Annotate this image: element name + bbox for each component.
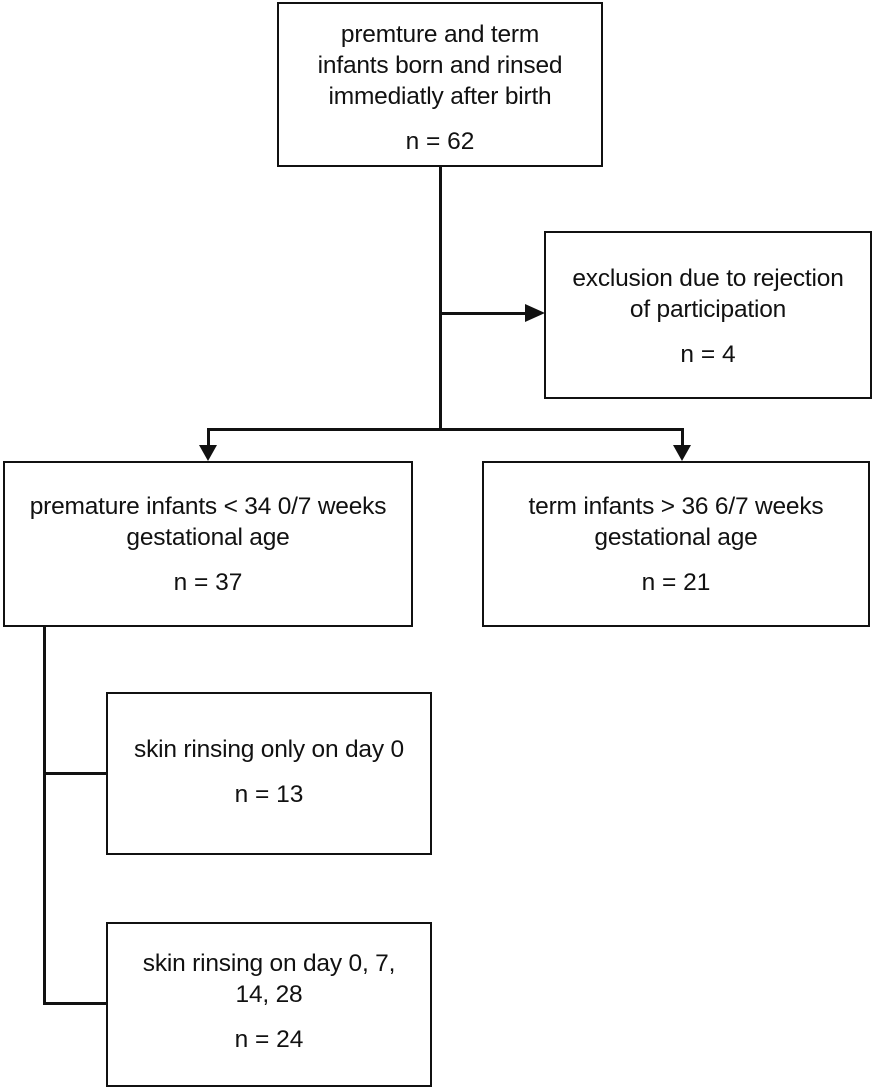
excluded-label-line-1: exclusion due to rejection bbox=[572, 265, 844, 292]
excluded-count: n = 4 bbox=[680, 341, 736, 368]
box-enrolled-infants: premture and term infants born and rinse… bbox=[277, 2, 603, 167]
day0-count: n = 13 bbox=[234, 781, 304, 808]
term-label-line-1: term infants > 36 6/7 weeks bbox=[528, 493, 824, 520]
enrolled-label-line-2: infants born and rinsed bbox=[317, 52, 563, 79]
connector-premature-vertical bbox=[43, 626, 46, 1004]
multiday-label-line-2: 14, 28 bbox=[235, 981, 303, 1008]
arrow-to-premature bbox=[199, 445, 217, 461]
day0-label-line-1: skin rinsing only on day 0 bbox=[134, 736, 404, 763]
box-term-infants: term infants > 36 6/7 weeks gestational … bbox=[482, 461, 870, 627]
box-skin-rinsing-day0: skin rinsing only on day 0 n = 13 bbox=[106, 692, 432, 855]
term-count: n = 21 bbox=[641, 569, 711, 596]
box-skin-rinsing-multiday: skin rinsing on day 0, 7, 14, 28 n = 24 bbox=[106, 922, 432, 1087]
box-premature-infants: premature infants < 34 0/7 weeks gestati… bbox=[3, 461, 413, 627]
premature-label-line-2: gestational age bbox=[126, 524, 290, 551]
connector-right-drop bbox=[681, 428, 684, 446]
connector-to-day0 bbox=[43, 772, 107, 775]
connector-split-horizontal bbox=[207, 428, 684, 431]
enrolled-label-line-1: premture and term bbox=[340, 21, 540, 48]
multiday-count: n = 24 bbox=[234, 1026, 304, 1053]
premature-count: n = 37 bbox=[173, 569, 243, 596]
connector-left-drop bbox=[207, 428, 210, 446]
box-excluded: exclusion due to rejection of participat… bbox=[544, 231, 872, 399]
connector-main-vertical bbox=[439, 166, 442, 430]
multiday-label-line-1: skin rinsing on day 0, 7, bbox=[142, 950, 396, 977]
arrow-to-term bbox=[673, 445, 691, 461]
enrolled-label-line-3: immediatly after birth bbox=[328, 83, 552, 110]
arrow-to-exclusion bbox=[525, 304, 545, 322]
term-label-line-2: gestational age bbox=[594, 524, 758, 551]
enrolled-count: n = 62 bbox=[405, 128, 475, 155]
excluded-label-line-2: of participation bbox=[629, 296, 787, 323]
connector-exclusion-horizontal bbox=[440, 312, 526, 315]
connector-to-multiday bbox=[43, 1002, 107, 1005]
premature-label-line-1: premature infants < 34 0/7 weeks bbox=[29, 493, 387, 520]
